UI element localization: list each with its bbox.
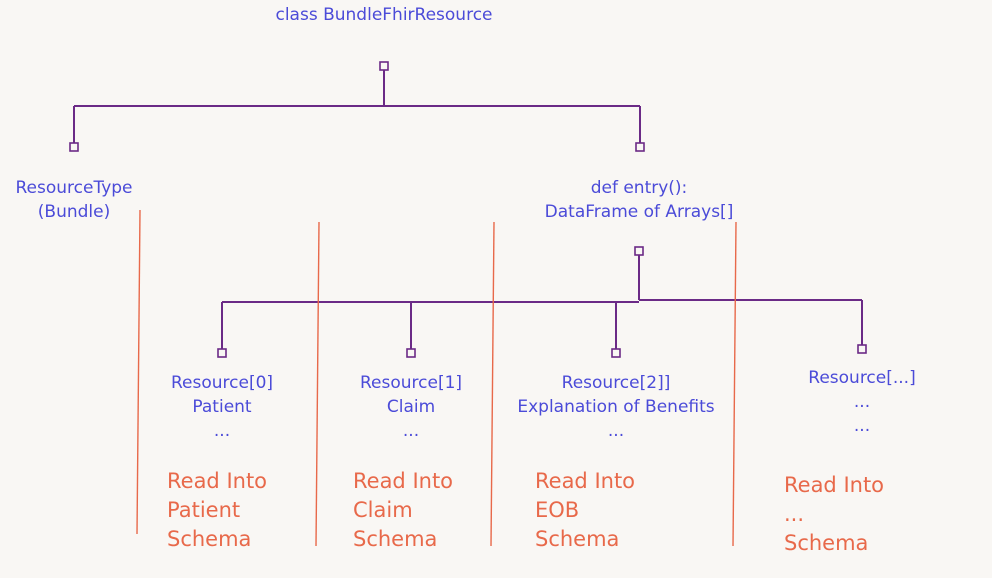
separator-line-1 [136, 209, 141, 535]
node-resource0 [217, 348, 227, 358]
entry-method-label: def entry(): DataFrame of Arrays[] [544, 178, 734, 222]
node-entry [635, 142, 645, 152]
separator-lines [136, 209, 737, 547]
tree-connectors [73, 70, 863, 349]
resource-0-label: Resource[0] Patient ... [170, 373, 274, 441]
node-resource1 [406, 348, 416, 358]
node-entry-out [634, 246, 644, 256]
note-eob-schema: Read Into EOB Schema [535, 469, 636, 551]
note-patient-schema: Read Into Patient Schema [167, 469, 268, 551]
node-root [379, 61, 389, 71]
note-generic-schema: Read Into ... Schema [784, 473, 885, 555]
resource-1-label: Resource[1] Claim ... [359, 373, 463, 441]
separator-line-4 [732, 221, 737, 547]
note-claim-schema: Read Into Claim Schema [353, 469, 454, 551]
connector-nodes [69, 61, 867, 358]
node-resourcetype [69, 142, 79, 152]
node-resource2 [611, 348, 621, 358]
resource-n-label: Resource[...] ... ... [808, 368, 916, 436]
resource-2-label: Resource[2]] Explanation of Benefits ... [517, 373, 715, 441]
resource-type-label: ResourceType (Bundle) [15, 178, 133, 222]
separator-line-3 [490, 221, 495, 547]
node-resourceN [857, 344, 867, 354]
separator-line-2 [315, 221, 320, 547]
root-class-label: class BundleFhirResource [275, 5, 493, 25]
